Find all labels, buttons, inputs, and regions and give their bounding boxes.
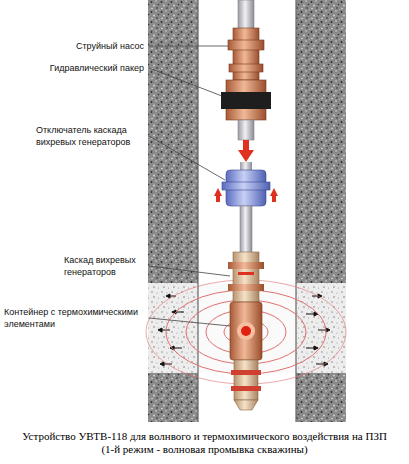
part-label: Гидравлический пакер [49, 62, 145, 74]
caption: Устройство УВТВ-118 для волнвого и термо… [15, 430, 394, 456]
part-label: Каскад вихревых генераторов [63, 254, 145, 278]
part-label: Струйный насос [75, 40, 145, 52]
part-label: Отключатель каскада вихревых генераторов [35, 124, 145, 148]
part-label: Контейнер с термохимическими элементами [3, 306, 145, 330]
